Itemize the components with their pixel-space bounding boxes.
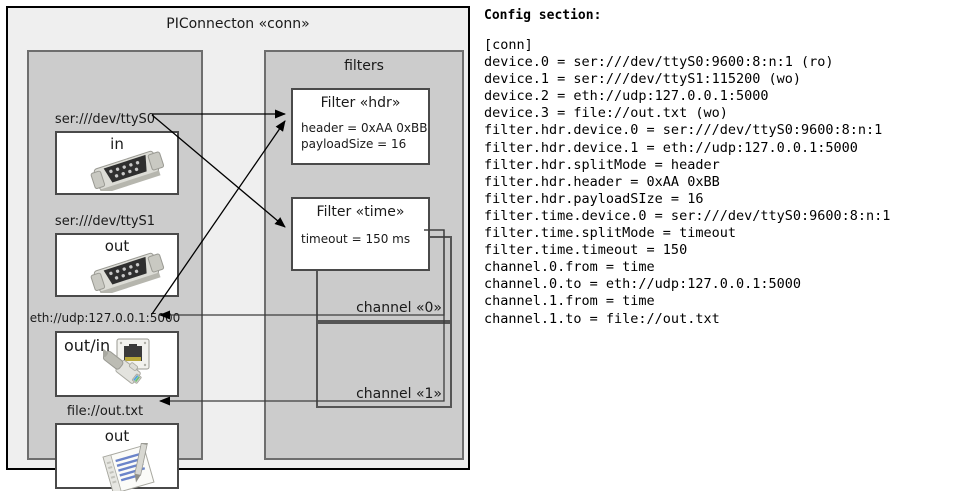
filter-time-title: Filter «time» xyxy=(316,204,405,220)
text-file-icon xyxy=(97,438,171,495)
devices-panel: ser:///dev/ttyS0 in xyxy=(27,50,203,495)
device-box-file[interactable]: out xyxy=(55,423,179,495)
device-direction-ser1: out xyxy=(104,237,130,255)
channel-label-0: channel «0» xyxy=(356,300,442,316)
device-box-ser1[interactable]: out xyxy=(55,233,179,297)
filter-hdr-prop-header: header = 0xAA 0xBB xyxy=(301,121,428,135)
channel-label-1: channel «1» xyxy=(356,386,442,402)
filter-time-props: timeout = 150 ms xyxy=(301,231,410,247)
device-box-ser0[interactable]: in xyxy=(55,131,179,195)
device-direction-ser0: in xyxy=(110,135,124,153)
diagram-canvas: PIConnecton «conn» ser:///dev/ttyS0 in xyxy=(6,6,958,495)
serial-port-icon xyxy=(87,249,169,297)
device-direction-eth: out/in xyxy=(64,336,111,355)
device-box-eth[interactable]: out/in xyxy=(55,331,179,397)
diagram-title: PIConnecton «conn» xyxy=(166,16,310,32)
filter-box-time[interactable]: Filter «time» timeout = 150 ms xyxy=(291,197,430,271)
filter-box-hdr[interactable]: Filter «hdr» header = 0xAA 0xBB payloadS… xyxy=(291,88,430,165)
filter-hdr-props: header = 0xAA 0xBB payloadSize = 16 xyxy=(301,120,427,152)
filters-panel-title: filters xyxy=(344,58,384,74)
serial-port-icon xyxy=(87,147,169,195)
filter-hdr-prop-payloadsize: payloadSize = 16 xyxy=(301,137,407,151)
config-section: Config section: [conn] device.0 = ser://… xyxy=(484,8,958,328)
device-label-file: file://out.txt xyxy=(66,404,144,419)
device-label-ser0: ser:///dev/ttyS0 xyxy=(54,112,156,127)
device-direction-file: out xyxy=(104,427,130,445)
config-heading: Config section: xyxy=(484,8,602,23)
config-body[interactable]: [conn] device.0 = ser:///dev/ttyS0:9600:… xyxy=(484,37,891,327)
filter-time-prop-timeout: timeout = 150 ms xyxy=(301,232,411,246)
channel-panel-1: channel «1» xyxy=(316,322,452,408)
filter-hdr-title: Filter «hdr» xyxy=(320,95,401,111)
connector-outer-frame: PIConnecton «conn» ser:///dev/ttyS0 in xyxy=(6,6,470,495)
device-label-eth: eth://udp:127.0.0.1:5000 xyxy=(29,311,181,325)
device-label-ser1: ser:///dev/ttyS1 xyxy=(54,214,156,229)
